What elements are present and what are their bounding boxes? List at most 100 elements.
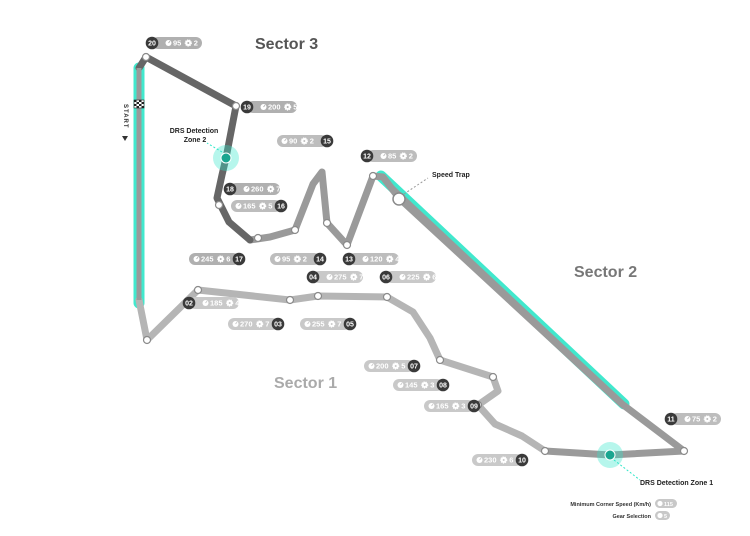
corner-number: 18 xyxy=(226,187,234,194)
corner-pill xyxy=(247,101,297,113)
corner-number: 14 xyxy=(316,257,324,264)
corner-gear: 7 xyxy=(265,320,269,329)
corner-node xyxy=(313,291,323,301)
corner-gear: 5 xyxy=(268,202,272,211)
corner-number: 08 xyxy=(439,383,447,390)
corner-node xyxy=(368,171,378,181)
gear-icon-hub xyxy=(352,276,355,278)
gear-icon-hub xyxy=(286,106,289,108)
drs-detection-2-point xyxy=(220,152,232,164)
corner-gear: 5 xyxy=(293,103,297,112)
gear-icon-hub xyxy=(388,258,391,260)
corner-number: 11 xyxy=(667,417,675,424)
speed-gauge-icon xyxy=(657,500,663,507)
corner-gear: 2 xyxy=(409,152,413,161)
gear-icon-hub xyxy=(425,276,428,278)
drs-detection-1-point xyxy=(604,449,616,461)
corner-number-circle xyxy=(360,149,374,163)
corner-node xyxy=(214,200,224,210)
corner-speed: 225 xyxy=(407,273,420,282)
corner-gear: 4 xyxy=(395,255,400,264)
corner-number-circle xyxy=(342,252,356,266)
corner-number-circle xyxy=(343,317,357,331)
speed-gauge-needle xyxy=(431,403,434,407)
speed-gauge-needle xyxy=(277,256,280,260)
corner-node xyxy=(488,372,498,382)
speed-gauge-needle xyxy=(329,274,332,278)
drs-detection-1-leader xyxy=(613,459,641,481)
corner-speed: 145 xyxy=(405,381,418,390)
corner-number: 20 xyxy=(148,41,156,48)
corner-node xyxy=(193,285,203,295)
speed-gauge-needle xyxy=(205,300,208,304)
drs-detection-2-line1: DRS Detection xyxy=(170,128,219,135)
corner-number: 17 xyxy=(235,257,243,264)
sector-2-track xyxy=(246,168,688,459)
speed-gauge-needle xyxy=(383,153,386,157)
corner-number-circle xyxy=(145,36,159,50)
back-straight xyxy=(382,178,623,404)
corner-pill xyxy=(189,297,239,309)
corner-gear: 2 xyxy=(303,255,307,264)
drs-detection-1-label: DRS Detection Zone 1 xyxy=(640,480,713,487)
corner-badge-14: 95 2 14 xyxy=(270,252,327,266)
corner-speed: 85 xyxy=(388,152,396,161)
corner-speed: 200 xyxy=(268,103,281,112)
sector-3-label: Sector 3 xyxy=(255,36,318,53)
speed-gauge-needle xyxy=(168,40,171,44)
corner-speed: 95 xyxy=(282,255,290,264)
corner-number-circle xyxy=(240,100,254,114)
corner-number-circle xyxy=(223,182,237,196)
corner-node xyxy=(231,101,241,111)
corner-pill xyxy=(313,271,363,283)
speed-gauge-needle xyxy=(263,104,266,108)
gear-icon-hub xyxy=(394,365,397,367)
drs-detection-2-line2: Zone 2 xyxy=(184,137,207,144)
corner-number: 12 xyxy=(363,154,371,161)
corner-number-circle xyxy=(467,399,481,413)
sector-2-label: Sector 2 xyxy=(574,264,637,281)
corner-number-circle xyxy=(306,270,320,284)
speed-gauge-needle xyxy=(400,382,403,386)
gear-icon-hub xyxy=(269,188,272,190)
corner-node xyxy=(253,233,263,243)
corner-gear: 7 xyxy=(359,273,363,282)
drs-detection-2-leader xyxy=(206,142,223,153)
speed-trap-label: Speed Trap xyxy=(432,172,470,179)
corner-number-circle xyxy=(182,296,196,310)
corner-node xyxy=(382,292,392,302)
corner-number: 04 xyxy=(309,275,317,282)
corner-gear: 2 xyxy=(194,39,198,48)
corner-number: 16 xyxy=(277,204,285,211)
corner-number-circle xyxy=(274,199,288,213)
gear-icon-hub xyxy=(330,323,333,325)
corner-pill xyxy=(231,200,281,212)
corner-number: 05 xyxy=(346,322,354,329)
corner-speed: 165 xyxy=(436,402,449,411)
corner-number: 10 xyxy=(518,458,526,465)
corner-gear: 7 xyxy=(337,320,341,329)
legend-speed-label: Minimum Corner Speed (Km/h) xyxy=(570,502,651,508)
corner-number: 03 xyxy=(274,322,282,329)
corner-number: 02 xyxy=(185,301,193,308)
gear-icon-hub xyxy=(502,459,505,461)
corner-pill xyxy=(393,379,443,391)
legend-gear-label: Gear Selection xyxy=(612,514,651,520)
gear-icon-hub xyxy=(296,258,299,260)
corner-badge-12: 85 2 12 xyxy=(360,149,417,163)
corner-speed: 255 xyxy=(312,320,325,329)
legend-speed-value: 115 xyxy=(664,502,673,508)
legend-gear-value: 5 xyxy=(664,514,667,520)
corner-pill xyxy=(300,318,350,330)
corner-gear: 6 xyxy=(509,456,513,465)
corner-gear: 2 xyxy=(310,137,314,146)
